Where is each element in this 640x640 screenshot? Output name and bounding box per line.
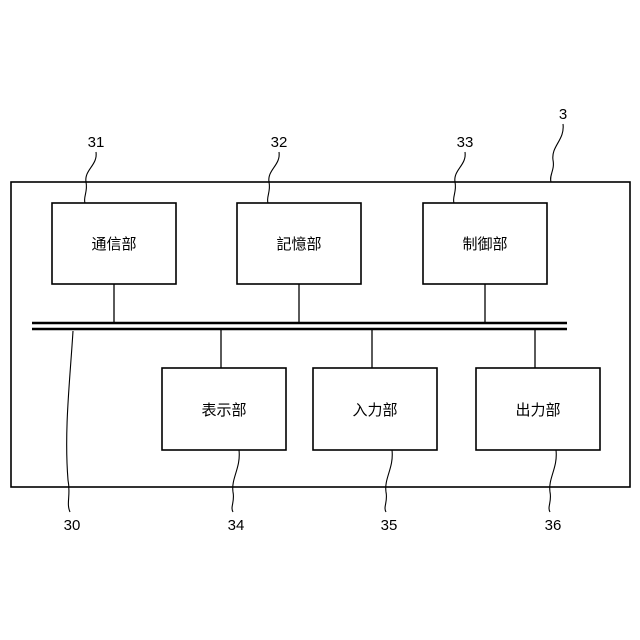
leader-30 [67,331,73,512]
leader-34 [232,450,239,512]
bus [32,323,567,329]
block-storage: 記憶部 [237,203,361,284]
leader-33 [454,152,466,203]
ref-3: 3 [559,106,567,123]
block-input-label: 入力部 [352,401,397,419]
block-input: 入力部 [313,368,437,450]
block-communication-label: 通信部 [91,235,136,253]
block-display-label: 表示部 [201,401,246,419]
ref-34: 34 [228,517,245,534]
ref-33: 33 [457,134,474,151]
ref-31: 31 [88,134,105,151]
block-output: 出力部 [476,368,600,450]
ref-36: 36 [545,517,562,534]
ref-32: 32 [271,134,288,151]
block-storage-label: 記憶部 [276,235,321,253]
leader-36 [549,450,556,512]
leader-31 [85,152,97,203]
block-communication: 通信部 [52,203,176,284]
block-control: 制御部 [423,203,547,284]
leader-32 [268,152,280,203]
leader-35 [385,450,392,512]
block-output-label: 出力部 [515,401,560,419]
block-control-label: 制御部 [462,235,507,253]
leader-3 [551,124,564,182]
block-display: 表示部 [162,368,286,450]
ref-35: 35 [381,517,398,534]
ref-30: 30 [64,517,81,534]
